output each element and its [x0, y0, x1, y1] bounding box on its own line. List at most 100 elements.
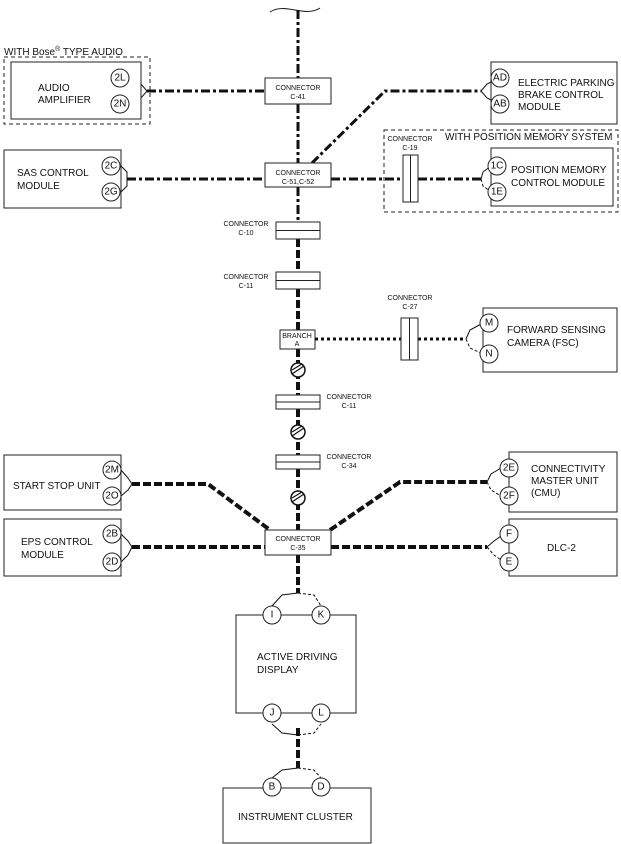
branch-a: BRANCH A: [279, 329, 316, 350]
pin-2o: 2O: [102, 486, 122, 506]
svg-text:CONNECTOR: CONNECTOR: [276, 85, 321, 92]
svg-text:2G: 2G: [104, 187, 118, 198]
pin-split: [297, 723, 322, 736]
svg-text:MODULE: MODULE: [518, 102, 561, 113]
pin-e: E: [499, 552, 519, 572]
svg-text:C-11: C-11: [342, 403, 357, 410]
svg-text:C-41: C-41: [290, 94, 305, 101]
svg-text:A: A: [295, 341, 300, 348]
wire-epb: [310, 89, 481, 165]
pin-split: [486, 481, 502, 497]
twisted-pair-icon: [290, 362, 306, 378]
svg-text:2M: 2M: [105, 465, 119, 476]
svg-text:CONNECTOR: CONNECTOR: [224, 221, 269, 228]
pin-b: B: [262, 777, 282, 797]
svg-text:2N: 2N: [114, 99, 127, 110]
eps-module: EPS CONTROL MODULE: [3, 518, 122, 577]
break-mark: [269, 7, 321, 13]
active-driving-display-module: ACTIVE DRIVING DISPLAY: [235, 614, 357, 714]
svg-text:INSTRUMENT CLUSTER: INSTRUMENT CLUSTER: [238, 812, 353, 823]
svg-text:BRAKE CONTROL: BRAKE CONTROL: [518, 90, 604, 101]
position-memory-option-label: WITH POSITION MEMORY SYSTEM: [445, 132, 612, 143]
pin-split: [271, 592, 299, 607]
connector-c10: CONNECTOR C-10: [224, 221, 321, 240]
svg-text:2D: 2D: [106, 557, 119, 568]
svg-text:I: I: [271, 610, 274, 621]
svg-text:L: L: [318, 708, 324, 719]
connector-c11-upper: CONNECTOR C-11: [224, 271, 321, 290]
svg-text:AMPLIFIER: AMPLIFIER: [38, 95, 91, 106]
sas-module: SAS CONTROL MODULE: [3, 149, 122, 209]
svg-text:2E: 2E: [503, 463, 516, 474]
svg-text:K: K: [318, 610, 325, 621]
svg-text:CONNECTOR: CONNECTOR: [388, 136, 433, 143]
pin-2d: 2D: [102, 552, 122, 572]
connector-c11-lower: CONNECTOR C-11: [275, 394, 372, 410]
svg-text:CONNECTOR: CONNECTOR: [327, 454, 372, 461]
pin-split: [120, 533, 133, 563]
pin-j: J: [262, 703, 282, 723]
pin-k: K: [311, 605, 331, 625]
connector-c35: CONNECTOR C-35: [264, 529, 332, 556]
pin-m: M: [479, 313, 499, 333]
pin-n: N: [479, 344, 499, 364]
pin-split: [271, 723, 299, 736]
svg-text:FORWARD SENSING: FORWARD SENSING: [507, 325, 606, 336]
pin-split: [120, 469, 133, 497]
svg-text:AD: AD: [493, 73, 507, 84]
position-memory-option-border: [383, 129, 619, 213]
pin-split: [486, 467, 502, 483]
svg-text:(CMU): (CMU): [531, 488, 560, 499]
svg-text:2C: 2C: [105, 161, 118, 172]
dlc-module: DLC-2: [508, 518, 618, 577]
svg-text:MASTER UNIT: MASTER UNIT: [531, 476, 599, 487]
svg-text:C-10: C-10: [238, 230, 253, 237]
svg-text:CONTROL MODULE: CONTROL MODULE: [511, 178, 605, 189]
svg-text:START STOP UNIT: START STOP UNIT: [13, 481, 100, 492]
svg-text:CONNECTOR: CONNECTOR: [327, 394, 372, 401]
pin-i: I: [262, 605, 282, 625]
pin-split: [271, 767, 299, 779]
pin-l: L: [311, 703, 331, 723]
svg-text:DISPLAY: DISPLAY: [257, 665, 299, 676]
svg-text:M: M: [485, 318, 493, 329]
pin-2f: 2F: [499, 486, 519, 506]
pin-2g: 2G: [101, 182, 121, 202]
instrument-cluster-module: INSTRUMENT CLUSTER: [222, 787, 372, 844]
svg-text:WITH Bose® TYPE AUDIO: WITH Bose® TYPE AUDIO: [4, 45, 123, 58]
svg-text:CONNECTOR: CONNECTOR: [276, 536, 321, 543]
svg-text:POSITION MEMORY: POSITION MEMORY: [511, 165, 607, 176]
bose-option-border: [3, 56, 151, 125]
svg-text:ACTIVE DRIVING: ACTIVE DRIVING: [257, 652, 338, 663]
svg-text:1E: 1E: [491, 187, 504, 198]
connector-c41: CONNECTOR C-41: [264, 77, 332, 105]
fsc-module: FORWARD SENSING CAMERA (FSC): [482, 307, 618, 373]
connector-c51-c52: CONNECTOR C-51,C-52: [264, 162, 332, 188]
pin-split: [120, 165, 128, 193]
svg-text:CAMERA (FSC): CAMERA (FSC): [507, 338, 579, 349]
svg-text:ELECTRIC PARKING: ELECTRIC PARKING: [518, 78, 615, 89]
start-stop-module: START STOP UNIT: [3, 454, 122, 511]
pin-split: [297, 592, 322, 607]
pin-1e: 1E: [487, 182, 507, 202]
pin-2n: 2N: [110, 94, 130, 114]
pin-2e: 2E: [499, 458, 519, 478]
svg-text:J: J: [270, 708, 275, 719]
svg-text:CONNECTIVITY: CONNECTIVITY: [531, 464, 606, 475]
epb-module: ELECTRIC PARKING BRAKE CONTROL MODULE: [490, 61, 618, 125]
svg-text:MODULE: MODULE: [17, 181, 60, 192]
svg-text:SAS CONTROL: SAS CONTROL: [17, 168, 89, 179]
svg-text:C-11: C-11: [239, 283, 254, 290]
position-memory-module: POSITION MEMORY CONTROL MODULE: [490, 147, 614, 207]
svg-text:2B: 2B: [106, 529, 119, 540]
svg-text:BRANCH: BRANCH: [282, 333, 312, 340]
twisted-pair-icon: [290, 490, 306, 506]
bose-option-label: WITH Bose® TYPE AUDIO: [4, 45, 123, 58]
pin-ab: AB: [490, 94, 510, 114]
svg-text:AB: AB: [493, 99, 507, 110]
svg-text:EPS CONTROL: EPS CONTROL: [21, 537, 93, 548]
svg-text:CONNECTOR: CONNECTOR: [388, 295, 433, 302]
twisted-pair-icon: [290, 424, 306, 440]
cmu-module: CONNECTIVITY MASTER UNIT (CMU): [508, 451, 618, 513]
